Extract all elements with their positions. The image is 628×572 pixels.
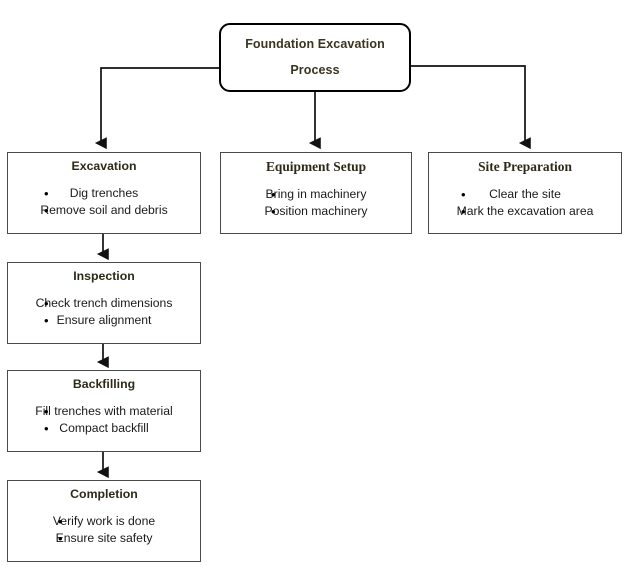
node-inspection-title: Inspection (73, 269, 135, 283)
node-site-preparation[interactable]: Site Preparation • Clear the site • Mark… (428, 152, 622, 234)
bullet-icon: • (271, 186, 276, 202)
list-item-label: Remove soil and debris (40, 202, 168, 217)
root-node-foundation-excavation-process[interactable]: Foundation Excavation Process (219, 23, 411, 92)
list-item-label: Fill trenches with material (35, 403, 173, 418)
list-item: • Compact backfill (8, 420, 200, 437)
connector-root-to-site-preparation (411, 65, 531, 150)
list-item-label: Ensure alignment (56, 312, 152, 327)
root-node-title-line-1: Foundation Excavation (245, 36, 385, 51)
node-site-preparation-title: Site Preparation (478, 159, 572, 174)
node-excavation[interactable]: Excavation • Dig trenches • Remove soil … (7, 152, 201, 234)
list-item-label: Verify work is done (52, 513, 156, 528)
list-item: • Ensure alignment (8, 312, 200, 329)
bullet-icon: • (461, 186, 466, 202)
list-item-label: Mark the excavation area (456, 204, 594, 219)
node-site-preparation-list: • Clear the site • Mark the excavation a… (429, 186, 621, 221)
bullet-icon: • (44, 420, 49, 436)
bullet-icon: • (271, 204, 276, 220)
node-equipment-setup-list: • Bring in machinery • Position machiner… (221, 186, 411, 221)
list-item: • Remove soil and debris (8, 202, 200, 219)
node-backfilling-title: Backfilling (72, 377, 136, 391)
list-item: • Fill trenches with material (8, 403, 200, 420)
list-item-label: Check trench dimensions (35, 295, 173, 310)
bullet-icon: • (44, 202, 49, 218)
list-item: • Dig trenches (8, 185, 200, 202)
list-item: • Position machinery (221, 203, 411, 220)
node-completion-title: Completion (70, 487, 138, 501)
connector-root-to-excavation (94, 67, 219, 150)
list-item-label: Clear the site (489, 186, 561, 201)
node-backfilling[interactable]: Backfilling • Fill trenches with materia… (7, 370, 201, 452)
node-equipment-setup-title: Equipment Setup (265, 159, 367, 174)
bullet-icon: • (44, 295, 49, 311)
list-item-label: Compact backfill (59, 420, 149, 435)
node-excavation-list: • Dig trenches • Remove soil and debris (8, 185, 200, 220)
bullet-icon: • (58, 513, 63, 529)
list-item: • Bring in machinery (221, 186, 411, 203)
node-excavation-title: Excavation (71, 159, 137, 173)
list-item: • Check trench dimensions (8, 295, 200, 312)
list-item-label: Dig trenches (69, 185, 139, 200)
root-node-title-line-2: Process (290, 63, 340, 77)
list-item-label: Ensure site safety (55, 530, 153, 545)
list-item-label: Position machinery (264, 204, 368, 219)
list-item: • Clear the site (429, 186, 621, 203)
node-completion[interactable]: Completion • Verify work is done • Ensur… (7, 480, 201, 562)
bullet-icon: • (44, 403, 49, 419)
list-item-label: Bring in machinery (265, 186, 367, 201)
node-completion-list: • Verify work is done • Ensure site safe… (8, 513, 200, 548)
list-item: • Ensure site safety (8, 530, 200, 547)
node-inspection-list: • Check trench dimensions • Ensure align… (8, 295, 200, 330)
bullet-icon: • (461, 204, 466, 220)
list-item: • Mark the excavation area (429, 203, 621, 220)
bullet-icon: • (44, 312, 49, 328)
node-backfilling-list: • Fill trenches with material • Compact … (8, 403, 200, 438)
bullet-icon: • (58, 530, 63, 546)
bullet-icon: • (44, 185, 49, 201)
node-equipment-setup[interactable]: Equipment Setup • Bring in machinery • P… (220, 152, 412, 234)
list-item: • Verify work is done (8, 513, 200, 530)
node-inspection[interactable]: Inspection • Check trench dimensions • E… (7, 262, 201, 344)
